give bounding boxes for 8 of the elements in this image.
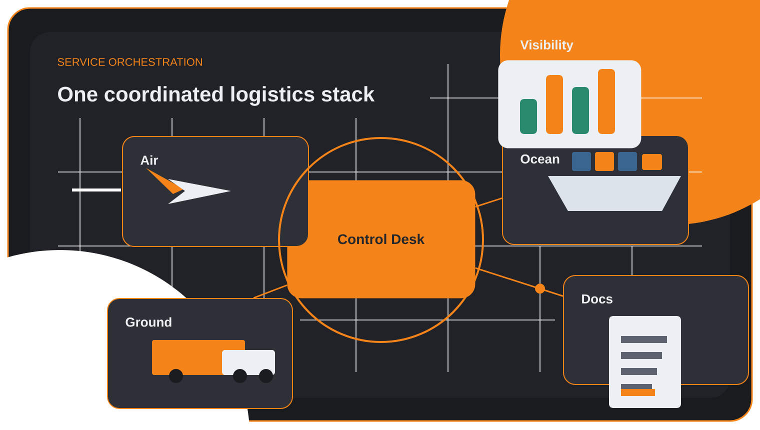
connector bbox=[475, 197, 502, 208]
card-heading: Visibility bbox=[520, 40, 574, 52]
hub-box: Control Desk bbox=[287, 180, 476, 298]
eyebrow-label: SERVICE ORCHESTRATION bbox=[58, 58, 202, 66]
title: One coordinated logistics stack bbox=[58, 86, 375, 106]
connector bbox=[253, 284, 288, 299]
service-card: Air bbox=[122, 136, 309, 247]
connector bbox=[475, 267, 564, 297]
